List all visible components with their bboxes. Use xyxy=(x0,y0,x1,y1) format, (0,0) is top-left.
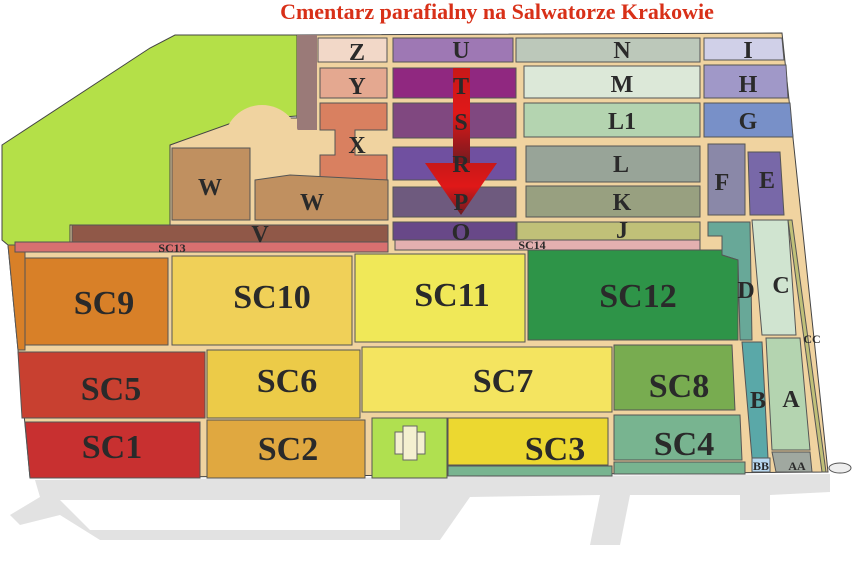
section-l[interactable] xyxy=(525,145,701,183)
section-label-sc6: SC6 xyxy=(257,363,317,400)
section-label-t: T xyxy=(453,74,469,100)
section-m[interactable] xyxy=(523,65,701,99)
section-label-o: O xyxy=(452,220,471,246)
section-label-e: E xyxy=(759,168,775,194)
section-label-m: M xyxy=(611,72,634,98)
orange-strip xyxy=(7,244,26,351)
section-sc7[interactable] xyxy=(361,346,613,413)
section-label-v: V xyxy=(251,222,269,248)
section-n[interactable] xyxy=(515,37,701,63)
section-label-sc5: SC5 xyxy=(81,371,141,408)
direction-arrow-icon xyxy=(425,68,497,215)
section-v[interactable] xyxy=(71,224,389,243)
section-k[interactable] xyxy=(525,185,701,218)
section-label-f: F xyxy=(715,170,730,196)
sections xyxy=(7,37,827,479)
section-label-cc: CC xyxy=(803,332,820,346)
section-sc2[interactable] xyxy=(206,419,366,479)
section-e[interactable] xyxy=(747,151,785,216)
map-title: Cmentarz parafialny na Salwatorze Krakow… xyxy=(280,0,714,24)
section-label-k: K xyxy=(613,190,632,216)
section-label-g: G xyxy=(739,109,758,135)
section-label-z: Z xyxy=(349,40,365,66)
section-label-sc7: SC7 xyxy=(473,363,533,400)
section-label-w1: W xyxy=(198,175,222,201)
section-sc12[interactable] xyxy=(527,249,739,341)
section-label-j: J xyxy=(616,218,628,244)
section-label-aa: AA xyxy=(788,459,806,473)
section-sc9[interactable] xyxy=(24,257,169,346)
section-label-bb: BB xyxy=(753,459,769,473)
section-label-x: X xyxy=(348,133,366,159)
section-sc13[interactable] xyxy=(14,241,389,253)
section-cc[interactable] xyxy=(787,219,827,473)
section-f[interactable] xyxy=(707,143,746,216)
section-bb[interactable] xyxy=(751,457,771,473)
section-label-n: N xyxy=(613,38,631,64)
section-label-sc10: SC10 xyxy=(233,279,310,316)
section-label-r: R xyxy=(452,152,470,178)
section-sc10[interactable] xyxy=(171,255,353,346)
section-sc14[interactable] xyxy=(394,239,701,251)
chapel-icon xyxy=(394,425,426,461)
section-label-h: H xyxy=(739,72,758,98)
section-h[interactable] xyxy=(703,64,789,99)
section-y[interactable] xyxy=(319,67,388,99)
section-label-sc1: SC1 xyxy=(82,429,142,466)
section-label-sc12: SC12 xyxy=(599,278,676,315)
section-label-p: P xyxy=(454,190,469,216)
strip-below-sc3 xyxy=(447,465,613,477)
section-l1[interactable] xyxy=(523,102,701,138)
section-sc6[interactable] xyxy=(206,349,361,419)
section-aa[interactable] xyxy=(771,451,813,473)
section-label-sc4: SC4 xyxy=(654,426,714,463)
section-sc3[interactable] xyxy=(447,417,609,466)
section-label-w2: W xyxy=(300,190,324,216)
section-label-s: S xyxy=(454,110,467,136)
section-label-y: Y xyxy=(348,74,365,100)
section-j[interactable] xyxy=(516,221,701,241)
section-label-b: B xyxy=(750,388,766,414)
section-i[interactable] xyxy=(703,37,785,61)
section-label-sc3: SC3 xyxy=(525,431,585,468)
roads xyxy=(10,474,830,545)
section-sc11[interactable] xyxy=(354,253,526,343)
section-label-a: A xyxy=(782,387,800,413)
section-label-l: L xyxy=(613,152,629,178)
section-label-i: I xyxy=(743,38,752,64)
section-label-l1: L1 xyxy=(608,109,636,135)
section-label-sc14: SC14 xyxy=(518,238,545,252)
section-sc1[interactable] xyxy=(24,421,201,479)
section-g[interactable] xyxy=(703,102,794,138)
section-sc4[interactable] xyxy=(613,414,743,461)
strip-below-sc4 xyxy=(613,461,746,475)
logo-icon xyxy=(828,462,852,474)
section-label-sc2: SC2 xyxy=(258,431,318,468)
section-label-sc11: SC11 xyxy=(414,277,490,314)
section-label-u: U xyxy=(452,38,469,64)
mauve-strip xyxy=(297,35,317,145)
section-a[interactable] xyxy=(765,337,811,451)
section-label-sc13: SC13 xyxy=(158,241,185,255)
section-label-c: C xyxy=(772,273,789,299)
section-w2[interactable] xyxy=(254,174,389,221)
section-sc5[interactable] xyxy=(17,351,206,419)
section-label-d: D xyxy=(737,278,754,304)
section-u[interactable] xyxy=(392,37,514,63)
section-sc8[interactable] xyxy=(613,344,736,411)
section-w1[interactable] xyxy=(171,147,251,221)
section-z[interactable] xyxy=(317,37,388,63)
section-label-sc9: SC9 xyxy=(74,285,134,322)
section-c[interactable] xyxy=(751,219,797,336)
section-label-sc8: SC8 xyxy=(649,368,709,405)
